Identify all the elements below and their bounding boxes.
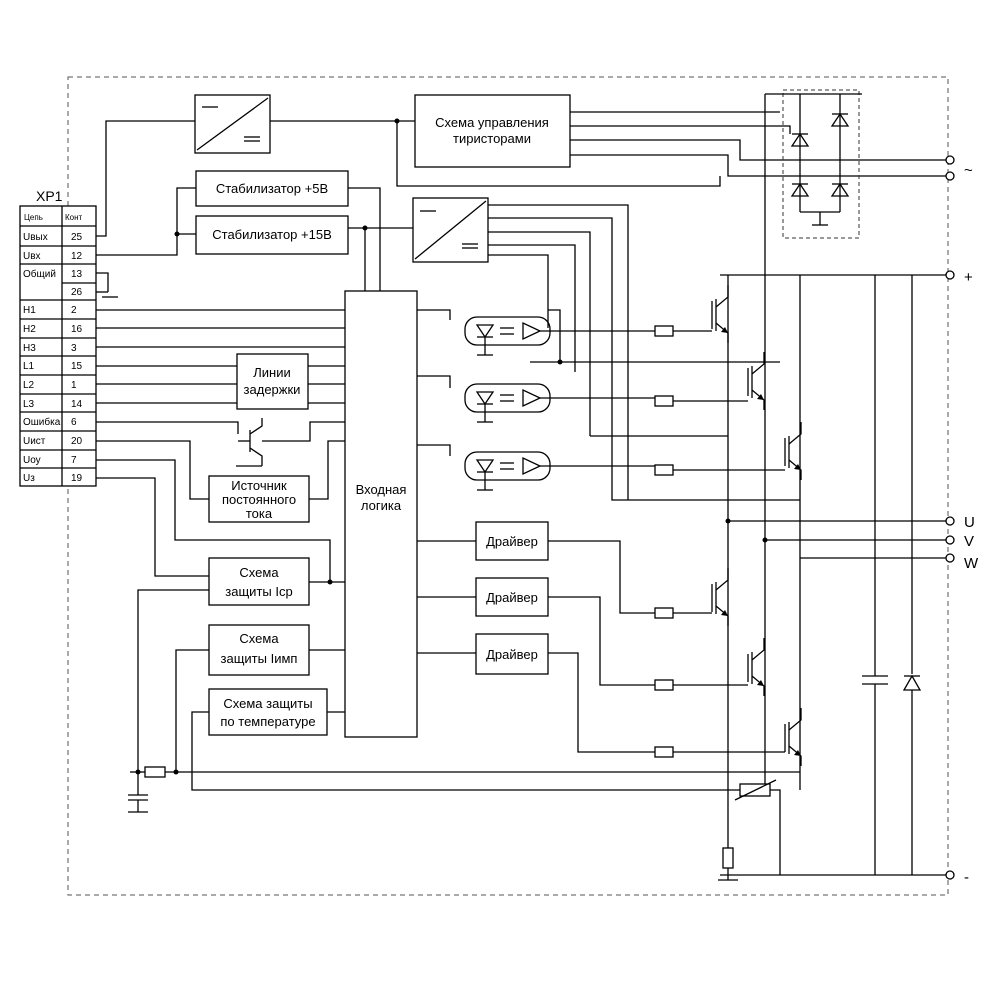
terminal-u-pin (945, 516, 955, 526)
igbt-3 (784, 422, 802, 480)
gate-resistor-2 (654, 395, 674, 407)
connector-contact-10: 6 (71, 417, 77, 428)
gate-resistor-5 (654, 679, 674, 691)
terminal-ac-pin (945, 155, 955, 165)
stabilizer-5v-label: Стабилизатор +5В (216, 181, 328, 196)
terminal-v-pin (945, 535, 955, 545)
terminal-v-label: V (964, 533, 974, 550)
protection-pulse-block (208, 624, 310, 676)
connector-circuit-10: Ошибка (23, 416, 61, 428)
connector-contact-13: 19 (71, 473, 83, 484)
connector-circuit-13: Uз (23, 473, 35, 484)
connector-circuit-2: Общий (23, 268, 56, 280)
connector-circuit-9: L3 (23, 399, 35, 410)
bridge-diode-2 (830, 112, 850, 127)
terminal-plus-label: + (964, 269, 973, 286)
current-source-label-3: тока (246, 506, 273, 521)
input-logic-block (344, 290, 418, 738)
connector-table (19, 205, 97, 487)
input-logic-label-1: Входная (356, 482, 407, 497)
col-header-contact: Конт (65, 213, 83, 222)
connector-contact-1: 12 (71, 251, 83, 262)
protection-pulse-label-1: Схема (239, 631, 279, 646)
terminal-u-label: U (964, 514, 975, 531)
terminal-minus-pin (945, 870, 955, 880)
input-logic-label-2: логика (361, 498, 402, 513)
connector-circuit-7: L1 (23, 361, 35, 372)
protection-avg-block (208, 557, 310, 606)
connector-contact-6: 3 (71, 343, 77, 354)
terminal-w-pin (945, 553, 955, 563)
protection-temp-label-1: Схема защиты (223, 696, 312, 711)
connector-contact-8: 1 (71, 380, 77, 391)
delay-lines-label-1: Линии (253, 365, 291, 380)
connector-circuit-12: Uоу (23, 455, 41, 466)
driver-block-3 (475, 633, 549, 675)
igbt-2 (747, 352, 765, 410)
connector-contact-12: 7 (71, 455, 77, 466)
dcdc-converter-2 (412, 197, 489, 263)
protection-avg-label-1: Схема (239, 565, 279, 580)
delay-lines-block (236, 353, 309, 410)
igbt-1 (711, 285, 729, 343)
connector-circuit-0: Uвых (23, 232, 48, 243)
connector-contact-0: 25 (71, 232, 83, 243)
driver-label-1: Драйвер (486, 534, 538, 549)
connector-contact-7: 15 (71, 361, 83, 372)
connector-circuit-6: H3 (23, 343, 36, 354)
terminal-plus-pin (945, 270, 955, 280)
igbt-6 (784, 708, 802, 766)
igbt-5 (747, 638, 765, 696)
stabilizer-15v-block (195, 215, 349, 255)
driver-label-3: Драйвер (486, 647, 538, 662)
delay-lines-label-2: задержки (244, 382, 301, 397)
terminal-w-label: W (964, 555, 979, 572)
connector-contact-9: 14 (71, 399, 83, 410)
connector-circuit-11: Uист (23, 436, 46, 447)
connector-circuit-5: H2 (23, 324, 36, 335)
stabilizer-15v-label: Стабилизатор +15В (212, 227, 332, 242)
bridge-diode-1 (790, 132, 810, 147)
gate-resistor-6 (654, 746, 674, 758)
module-boundary (67, 76, 949, 896)
optocoupler-3 (464, 451, 655, 491)
power-section (590, 89, 948, 881)
connector-circuit-1: Uвх (23, 251, 41, 262)
col-header-circuit: Цепь (24, 213, 43, 222)
connector-contact-2: 13 (71, 269, 83, 280)
thyristor-control-label-1: Схема управления (435, 115, 549, 130)
current-source-label-1: Источник (231, 478, 287, 493)
thyristor-control-block (414, 94, 571, 168)
gate-resistor-3 (654, 464, 674, 476)
optocoupler-1 (464, 316, 655, 356)
driver-label-2: Драйвер (486, 590, 538, 605)
bridge-diode-3 (790, 182, 810, 197)
connector-contact-11: 20 (71, 436, 83, 447)
wiring (96, 111, 948, 813)
dcdc-converter-1 (194, 94, 271, 154)
connector-circuit-8: L2 (23, 380, 35, 391)
connector-name: XP1 (36, 188, 63, 204)
terminal-ac-label: ~ (964, 162, 973, 179)
stabilizer-5v-block (195, 170, 349, 207)
terminal-ac-2-pin (945, 171, 955, 181)
connector-contact-4: 2 (71, 305, 77, 316)
connector-contact-3: 26 (71, 287, 83, 298)
protection-temp-label-2: по температуре (220, 714, 315, 729)
optocoupler-2 (464, 383, 655, 423)
igbt-4 (711, 568, 729, 626)
protection-pulse-label-2: защиты Iимп (221, 651, 298, 666)
connector-circuit-4: H1 (23, 305, 36, 316)
terminal-minus-label: - (964, 869, 969, 886)
thyristor-control-label-2: тиристорами (453, 131, 531, 146)
gate-resistor-4 (654, 607, 674, 619)
protection-avg-label-2: защиты Iср (225, 584, 292, 599)
bridge-diode-4 (830, 182, 850, 197)
connector-contact-5: 16 (71, 324, 83, 335)
current-source-label-2: постоянного (222, 492, 296, 507)
gate-resistor-1 (654, 325, 674, 337)
